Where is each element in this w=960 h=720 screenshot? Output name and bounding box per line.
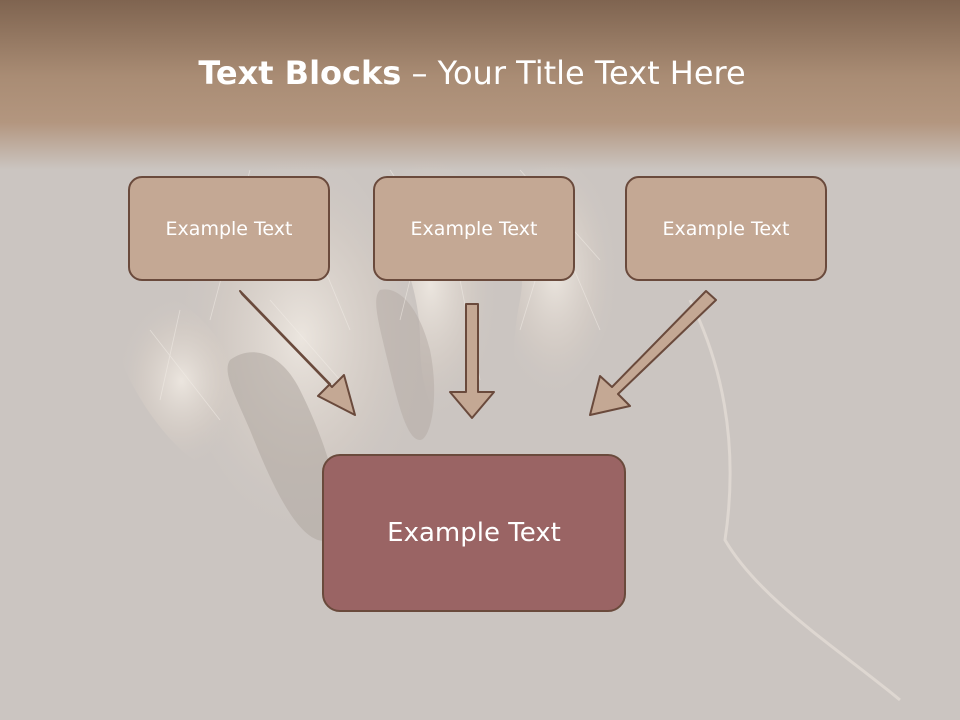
title-dash: – [401, 54, 438, 92]
arrow-right [589, 290, 717, 416]
slide-title: Text Blocks – Your Title Text Here [0, 54, 944, 92]
top-block-2-label: Example Text [410, 217, 538, 240]
top-block-3: Example Text [625, 176, 827, 281]
arrow-center [449, 303, 495, 419]
top-block-1-label: Example Text [165, 217, 293, 240]
bottom-block: Example Text [322, 454, 626, 612]
title-rest: Your Title Text Here [437, 54, 746, 92]
title-banner [0, 0, 960, 170]
top-block-3-label: Example Text [662, 217, 790, 240]
arrow-left [239, 290, 356, 416]
bottom-block-label: Example Text [387, 518, 561, 548]
top-block-2: Example Text [373, 176, 575, 281]
title-bold: Text Blocks [198, 54, 402, 92]
top-block-1: Example Text [128, 176, 330, 281]
